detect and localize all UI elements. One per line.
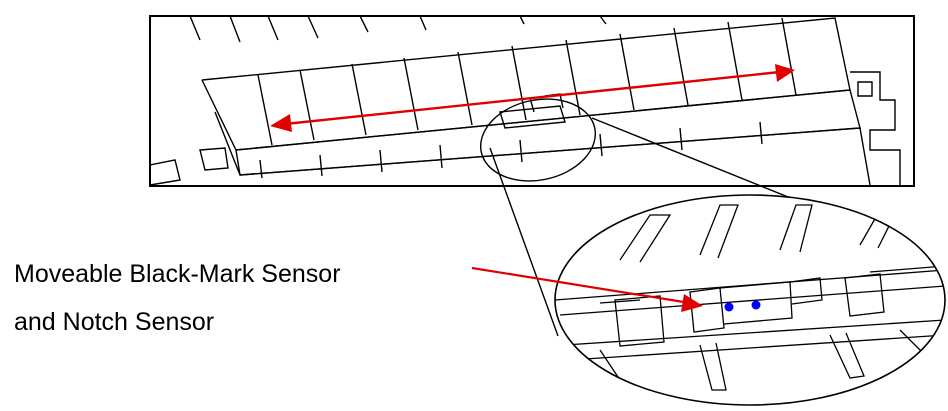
sensor-label-line1: Moveable Black-Mark Sensor bbox=[14, 260, 341, 288]
notch-sensor-dot bbox=[751, 300, 761, 310]
platen-sketch bbox=[150, 16, 901, 186]
sensor-label-line2: and Notch Sensor bbox=[14, 308, 215, 336]
black-mark-sensor-dot bbox=[724, 302, 734, 312]
zoom-highlight-circle bbox=[479, 98, 597, 182]
zoom-detail bbox=[554, 194, 946, 406]
sensor-label: Moveable Black-Mark Sensor and Notch Sen… bbox=[14, 250, 341, 346]
movement-arrow bbox=[270, 64, 795, 132]
overview-panel bbox=[149, 15, 915, 187]
callout-arrow bbox=[471, 266, 703, 312]
